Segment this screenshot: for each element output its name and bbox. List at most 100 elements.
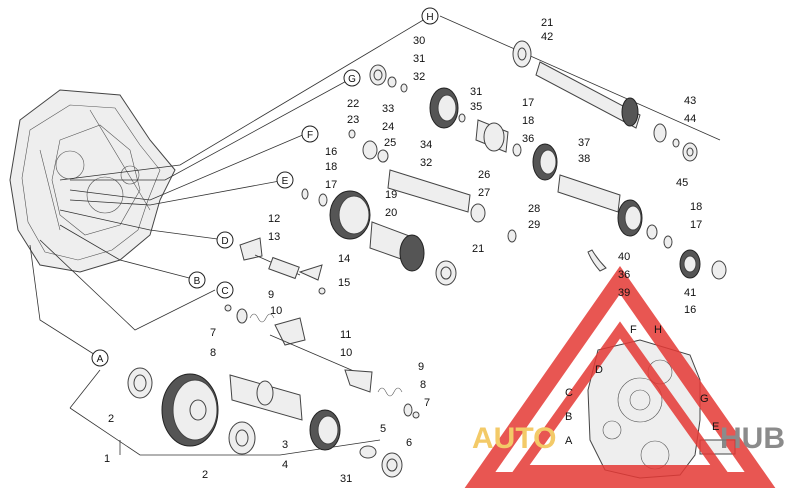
callout-38: 38 bbox=[578, 153, 590, 165]
callout-21: 21 bbox=[472, 243, 484, 255]
callout-36: 36 bbox=[522, 133, 534, 145]
callout-17: 17 bbox=[325, 179, 337, 191]
callout-37: 37 bbox=[578, 137, 590, 149]
callout-3: 3 bbox=[282, 439, 288, 451]
svg-text:D: D bbox=[221, 236, 228, 247]
callout-5: 5 bbox=[380, 423, 386, 435]
callout-11: 11 bbox=[340, 329, 351, 341]
callout-10: 10 bbox=[270, 305, 282, 317]
callout-4: 4 bbox=[282, 459, 288, 471]
svg-text:E: E bbox=[712, 421, 719, 433]
callout-18: 18 bbox=[690, 201, 702, 213]
circle-f: F bbox=[301, 125, 319, 143]
callout-9: 9 bbox=[418, 361, 424, 373]
callout-45: 45 bbox=[676, 177, 688, 189]
callout-7: 7 bbox=[424, 397, 430, 409]
svg-text:E: E bbox=[282, 176, 289, 187]
callout-8: 8 bbox=[420, 379, 426, 391]
svg-text:G: G bbox=[348, 74, 356, 85]
inset-labels: F H D C G B A E bbox=[565, 324, 719, 447]
callout-32: 32 bbox=[413, 71, 425, 83]
callout-24: 24 bbox=[382, 121, 394, 133]
callout-23: 23 bbox=[347, 114, 359, 126]
callout-31: 31 bbox=[470, 86, 482, 98]
callout-43: 43 bbox=[684, 95, 696, 107]
callout-39: 39 bbox=[618, 287, 630, 299]
callout-12: 12 bbox=[268, 213, 280, 225]
callout-13: 13 bbox=[268, 231, 280, 243]
callout-40: 40 bbox=[618, 251, 630, 263]
autohub-watermark: AUTO HUB bbox=[464, 266, 785, 488]
shift-drum-assembly bbox=[239, 237, 326, 295]
shift-fork-assembly bbox=[224, 304, 420, 419]
svg-text:C: C bbox=[221, 286, 228, 297]
callout-28: 28 bbox=[528, 203, 540, 215]
callout-34: 34 bbox=[420, 139, 432, 151]
callout-2: 2 bbox=[202, 469, 208, 481]
callout-33: 33 bbox=[382, 103, 394, 115]
callout-31: 31 bbox=[340, 473, 352, 485]
callout-17: 17 bbox=[690, 219, 702, 231]
callout-2: 2 bbox=[108, 413, 114, 425]
circle-b: B bbox=[188, 271, 206, 289]
svg-text:G: G bbox=[700, 393, 709, 405]
callout-19: 19 bbox=[385, 189, 397, 201]
callout-16: 16 bbox=[684, 304, 696, 316]
part-callouts: 1 2 2 3 4 5 6 31 7 8 9 10 11 10 9 8 7 12… bbox=[104, 17, 702, 485]
circle-c: C bbox=[216, 281, 234, 299]
callout-32: 32 bbox=[420, 157, 432, 169]
callout-27: 27 bbox=[478, 187, 490, 199]
callout-29: 29 bbox=[528, 219, 540, 231]
reference-circles: A B C D E F G H bbox=[91, 7, 439, 367]
svg-text:F: F bbox=[630, 324, 637, 336]
callout-35: 35 bbox=[470, 101, 482, 113]
svg-text:F: F bbox=[307, 130, 313, 141]
callout-8: 8 bbox=[210, 347, 216, 359]
shaft-assembly-a bbox=[127, 367, 403, 478]
callout-7: 7 bbox=[210, 327, 216, 339]
callout-1: 1 bbox=[104, 453, 110, 465]
input-shaft-assembly bbox=[512, 40, 698, 162]
callout-17: 17 bbox=[522, 97, 534, 109]
upper-shaft-assembly bbox=[369, 64, 727, 280]
callout-36: 36 bbox=[618, 269, 630, 281]
callout-22: 22 bbox=[347, 98, 359, 110]
svg-text:A: A bbox=[565, 435, 573, 447]
callout-16: 16 bbox=[325, 146, 337, 158]
callout-20: 20 bbox=[385, 207, 397, 219]
reference-leader-lines bbox=[29, 15, 721, 456]
callout-14: 14 bbox=[338, 253, 350, 265]
callout-18: 18 bbox=[522, 115, 534, 127]
circle-a: A bbox=[91, 349, 109, 367]
transmission-housing bbox=[9, 89, 176, 273]
callout-44: 44 bbox=[684, 113, 696, 125]
callout-31: 31 bbox=[413, 53, 425, 65]
svg-text:H: H bbox=[426, 12, 433, 23]
circle-d: D bbox=[216, 231, 234, 249]
callout-6: 6 bbox=[406, 437, 412, 449]
svg-text:B: B bbox=[194, 276, 201, 287]
svg-text:C: C bbox=[565, 387, 573, 399]
svg-text:AUTO: AUTO bbox=[472, 422, 556, 455]
callout-21: 21 bbox=[541, 17, 553, 29]
circle-g: G bbox=[343, 69, 361, 87]
callout-41: 41 bbox=[684, 287, 696, 299]
circle-h: H bbox=[421, 7, 439, 25]
svg-text:B: B bbox=[565, 411, 572, 423]
callout-9: 9 bbox=[268, 289, 274, 301]
svg-text:HUB: HUB bbox=[720, 422, 785, 455]
callout-18: 18 bbox=[325, 161, 337, 173]
callout-25: 25 bbox=[384, 137, 396, 149]
circle-e: E bbox=[276, 171, 294, 189]
callout-10: 10 bbox=[340, 347, 352, 359]
callout-15: 15 bbox=[338, 277, 350, 289]
callout-42: 42 bbox=[541, 31, 553, 43]
svg-text:D: D bbox=[595, 364, 603, 376]
svg-text:H: H bbox=[654, 324, 662, 336]
svg-text:A: A bbox=[97, 354, 104, 365]
countershaft-assembly bbox=[301, 129, 517, 286]
callout-30: 30 bbox=[413, 35, 425, 47]
callout-26: 26 bbox=[478, 169, 490, 181]
